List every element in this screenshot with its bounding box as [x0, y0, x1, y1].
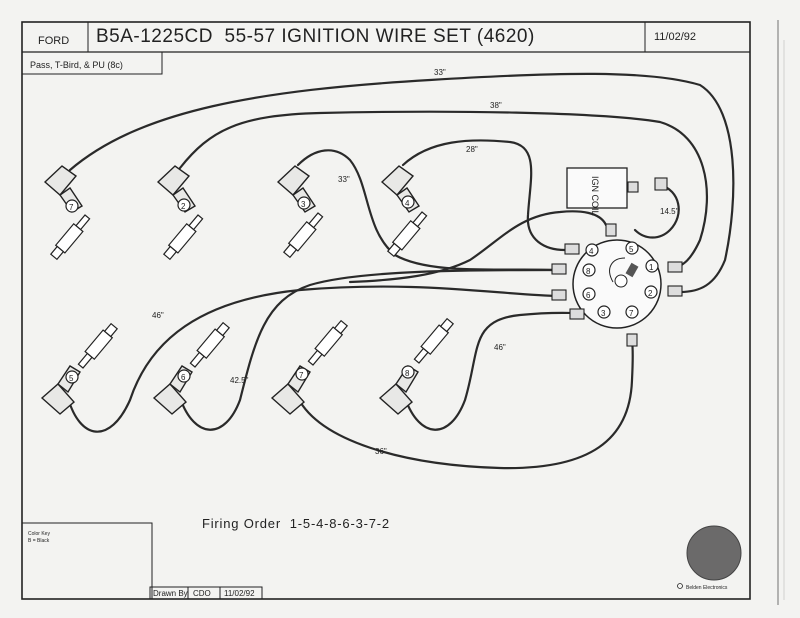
svg-text:8: 8: [586, 267, 591, 276]
svg-text:5: 5: [629, 245, 634, 254]
wire-33-top: [68, 72, 735, 294]
legend-box: [21, 522, 153, 600]
svg-text:1: 1: [649, 263, 654, 272]
drawn-by-value: CDO: [193, 589, 211, 598]
svg-text:2: 2: [648, 289, 653, 298]
drawing-frame: [21, 21, 751, 600]
cylinder-bottom-8: 8: [378, 317, 455, 415]
cylinder-top-4: 4: [380, 165, 428, 258]
wire-46-left: [66, 285, 562, 433]
firing-order: Firing Order 1-5-4-8-6-3-7-2: [202, 516, 390, 531]
vehicle-subheader: Pass, T-Bird, & PU (8c): [30, 60, 123, 70]
svg-text:3: 3: [601, 309, 606, 318]
legend-line-2: B = Black: [28, 538, 50, 544]
length-33-mid: 33": [338, 175, 350, 184]
svg-text:4: 4: [405, 199, 410, 208]
ignition-coil: IGN COIL: [566, 167, 668, 216]
distributor-cap: [572, 239, 662, 329]
svg-text:5: 5: [69, 374, 74, 383]
coil-label: IGN COIL: [590, 176, 600, 216]
svg-text:4: 4: [589, 247, 594, 256]
svg-text:8: 8: [405, 369, 410, 378]
length-36: 36": [375, 447, 387, 456]
wire-36: [296, 338, 634, 470]
length-38-top: 38": [490, 101, 502, 110]
length-28: 28": [466, 145, 478, 154]
logo-text: Belden Electronics: [686, 585, 728, 591]
length-14: 14.5": [660, 207, 679, 216]
diagram-title: B5A-1225CD 55-57 IGNITION WIRE SET (4620…: [96, 26, 535, 47]
wire-28: [401, 139, 567, 252]
svg-text:7: 7: [69, 203, 74, 212]
make-label: FORD: [38, 35, 69, 47]
svg-text:7: 7: [299, 371, 304, 380]
length-46-left: 46": [152, 311, 164, 320]
svg-text:2: 2: [181, 202, 186, 211]
wire-cross: [348, 210, 608, 284]
svg-text:7: 7: [629, 309, 634, 318]
wire-46-right: [403, 311, 577, 431]
cylinder-top-1: 7: [43, 165, 91, 261]
legend-line-1: Color Key: [28, 531, 50, 537]
company-seal: [686, 525, 742, 581]
svg-text:3: 3: [301, 200, 306, 209]
cylinder-bottom-5: 5: [40, 322, 119, 415]
wire-coil: [633, 183, 680, 239]
header-date: 11/02/92: [654, 31, 696, 43]
drawn-by-label: Drawn By: [153, 589, 188, 598]
distributor-terminals: [551, 223, 683, 347]
svg-text:6: 6: [586, 291, 591, 300]
length-46-right: 46": [494, 343, 506, 352]
length-425: 42.5": [230, 376, 249, 385]
length-33-top: 33": [434, 68, 446, 77]
drawn-by-date: 11/02/92: [224, 589, 255, 598]
cylinder-top-3: 3: [276, 165, 324, 259]
cylinder-bottom-7: 7: [270, 319, 349, 415]
cylinder-bottom-6: 6: [152, 321, 231, 415]
cylinder-top-2: 2: [156, 165, 204, 261]
wire-38-top: [178, 110, 708, 270]
svg-text:6: 6: [181, 373, 186, 382]
terminal-labels: 4 5 8 1 6 2 3 7: [582, 241, 659, 319]
